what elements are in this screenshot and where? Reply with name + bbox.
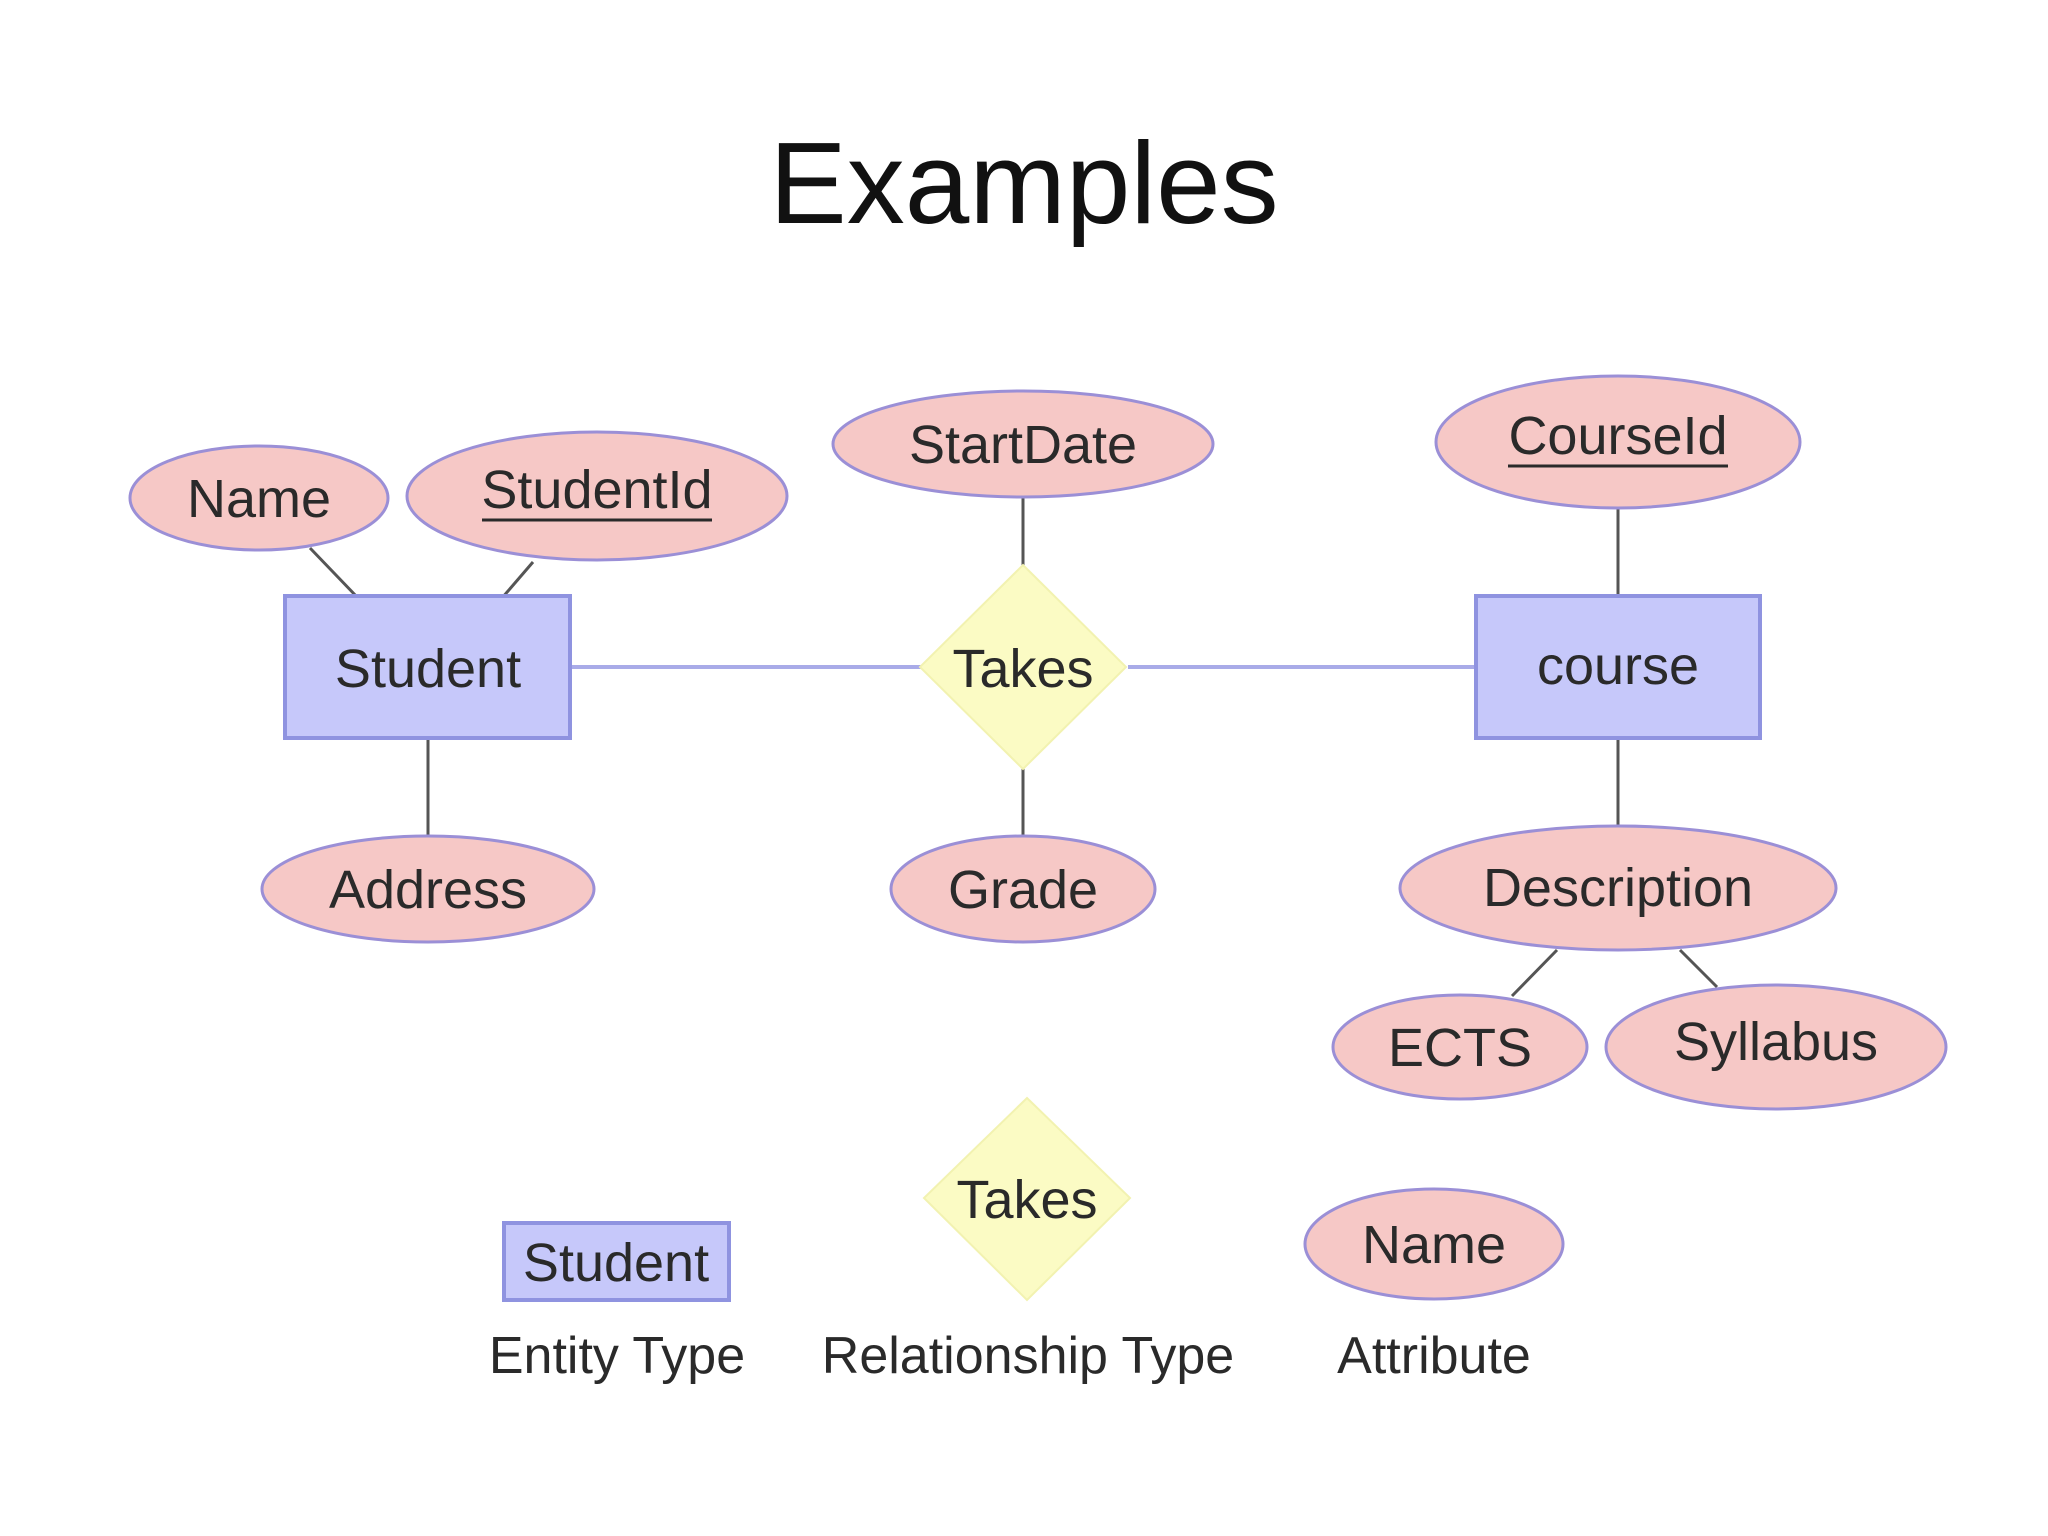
relationship-label: Takes (952, 639, 1093, 699)
attribute-ellipse (128, 444, 390, 552)
relationship-takes: Takes (918, 563, 1128, 771)
attribute-syllabus: Syllabus (1604, 983, 1948, 1111)
legend-relationship: Takes Relationship Type (822, 1096, 1234, 1385)
attribute-label: Grade (948, 860, 1098, 920)
attribute-ellipse (889, 834, 1157, 944)
connector-description-syllabus (1678, 948, 1719, 989)
attribute-label: StudentId (481, 460, 712, 520)
legend-entity-box (502, 1221, 731, 1302)
relationship-diamond (918, 563, 1128, 771)
entity-label: course (1537, 636, 1699, 696)
attribute-ellipse (1604, 983, 1948, 1111)
connector-name-student (308, 546, 360, 600)
attribute-label: StartDate (909, 415, 1137, 475)
attribute-startdate: StartDate (831, 389, 1215, 499)
attribute-description: Description (1398, 824, 1838, 952)
entity-box (283, 594, 572, 740)
attribute-label: Syllabus (1674, 1012, 1878, 1072)
entity-student: Student (283, 594, 572, 740)
legend-attribute: Name Attribute (1303, 1187, 1565, 1385)
slide-title: Examples (769, 118, 1279, 248)
entity-box (1474, 594, 1762, 740)
attribute-ellipse (1331, 993, 1589, 1101)
connector-description-ects (1510, 948, 1559, 998)
attribute-label: CourseId (1508, 406, 1727, 466)
attribute-ellipse (1434, 374, 1802, 510)
legend-attribute-sample: Name (1362, 1215, 1506, 1275)
connectors (308, 495, 1719, 998)
legend-relationship-caption: Relationship Type (822, 1327, 1234, 1385)
legend-entity-sample: Student (523, 1233, 709, 1293)
legend-relationship-diamond (922, 1096, 1132, 1302)
legend-entity-caption: Entity Type (489, 1327, 745, 1385)
legend-attribute-ellipse (1303, 1187, 1565, 1301)
entity-course: course (1474, 594, 1762, 740)
legend-attribute-caption: Attribute (1337, 1327, 1531, 1385)
connector-studentid-student (500, 561, 535, 599)
attribute-ects: ECTS (1331, 993, 1589, 1101)
attribute-ellipse (260, 834, 596, 944)
legend: Student Entity Type Takes Relationship T… (489, 1096, 1565, 1385)
legend-relationship-sample: Takes (956, 1170, 1097, 1230)
attribute-ellipse (1398, 824, 1838, 952)
attribute-label: ECTS (1388, 1018, 1532, 1078)
legend-entity: Student Entity Type (489, 1221, 745, 1385)
attribute-label: Name (187, 469, 331, 529)
attribute-ellipse (831, 389, 1215, 499)
attribute-label: Address (329, 860, 527, 920)
attribute-label: Description (1483, 858, 1753, 918)
attribute-studentid: StudentId (405, 430, 789, 562)
attribute-grade: Grade (889, 834, 1157, 944)
attribute-address: Address (260, 834, 596, 944)
attribute-courseid: CourseId (1434, 374, 1802, 510)
entity-label: Student (335, 639, 521, 699)
attribute-ellipse (405, 430, 789, 562)
attribute-name: Name (128, 444, 390, 552)
